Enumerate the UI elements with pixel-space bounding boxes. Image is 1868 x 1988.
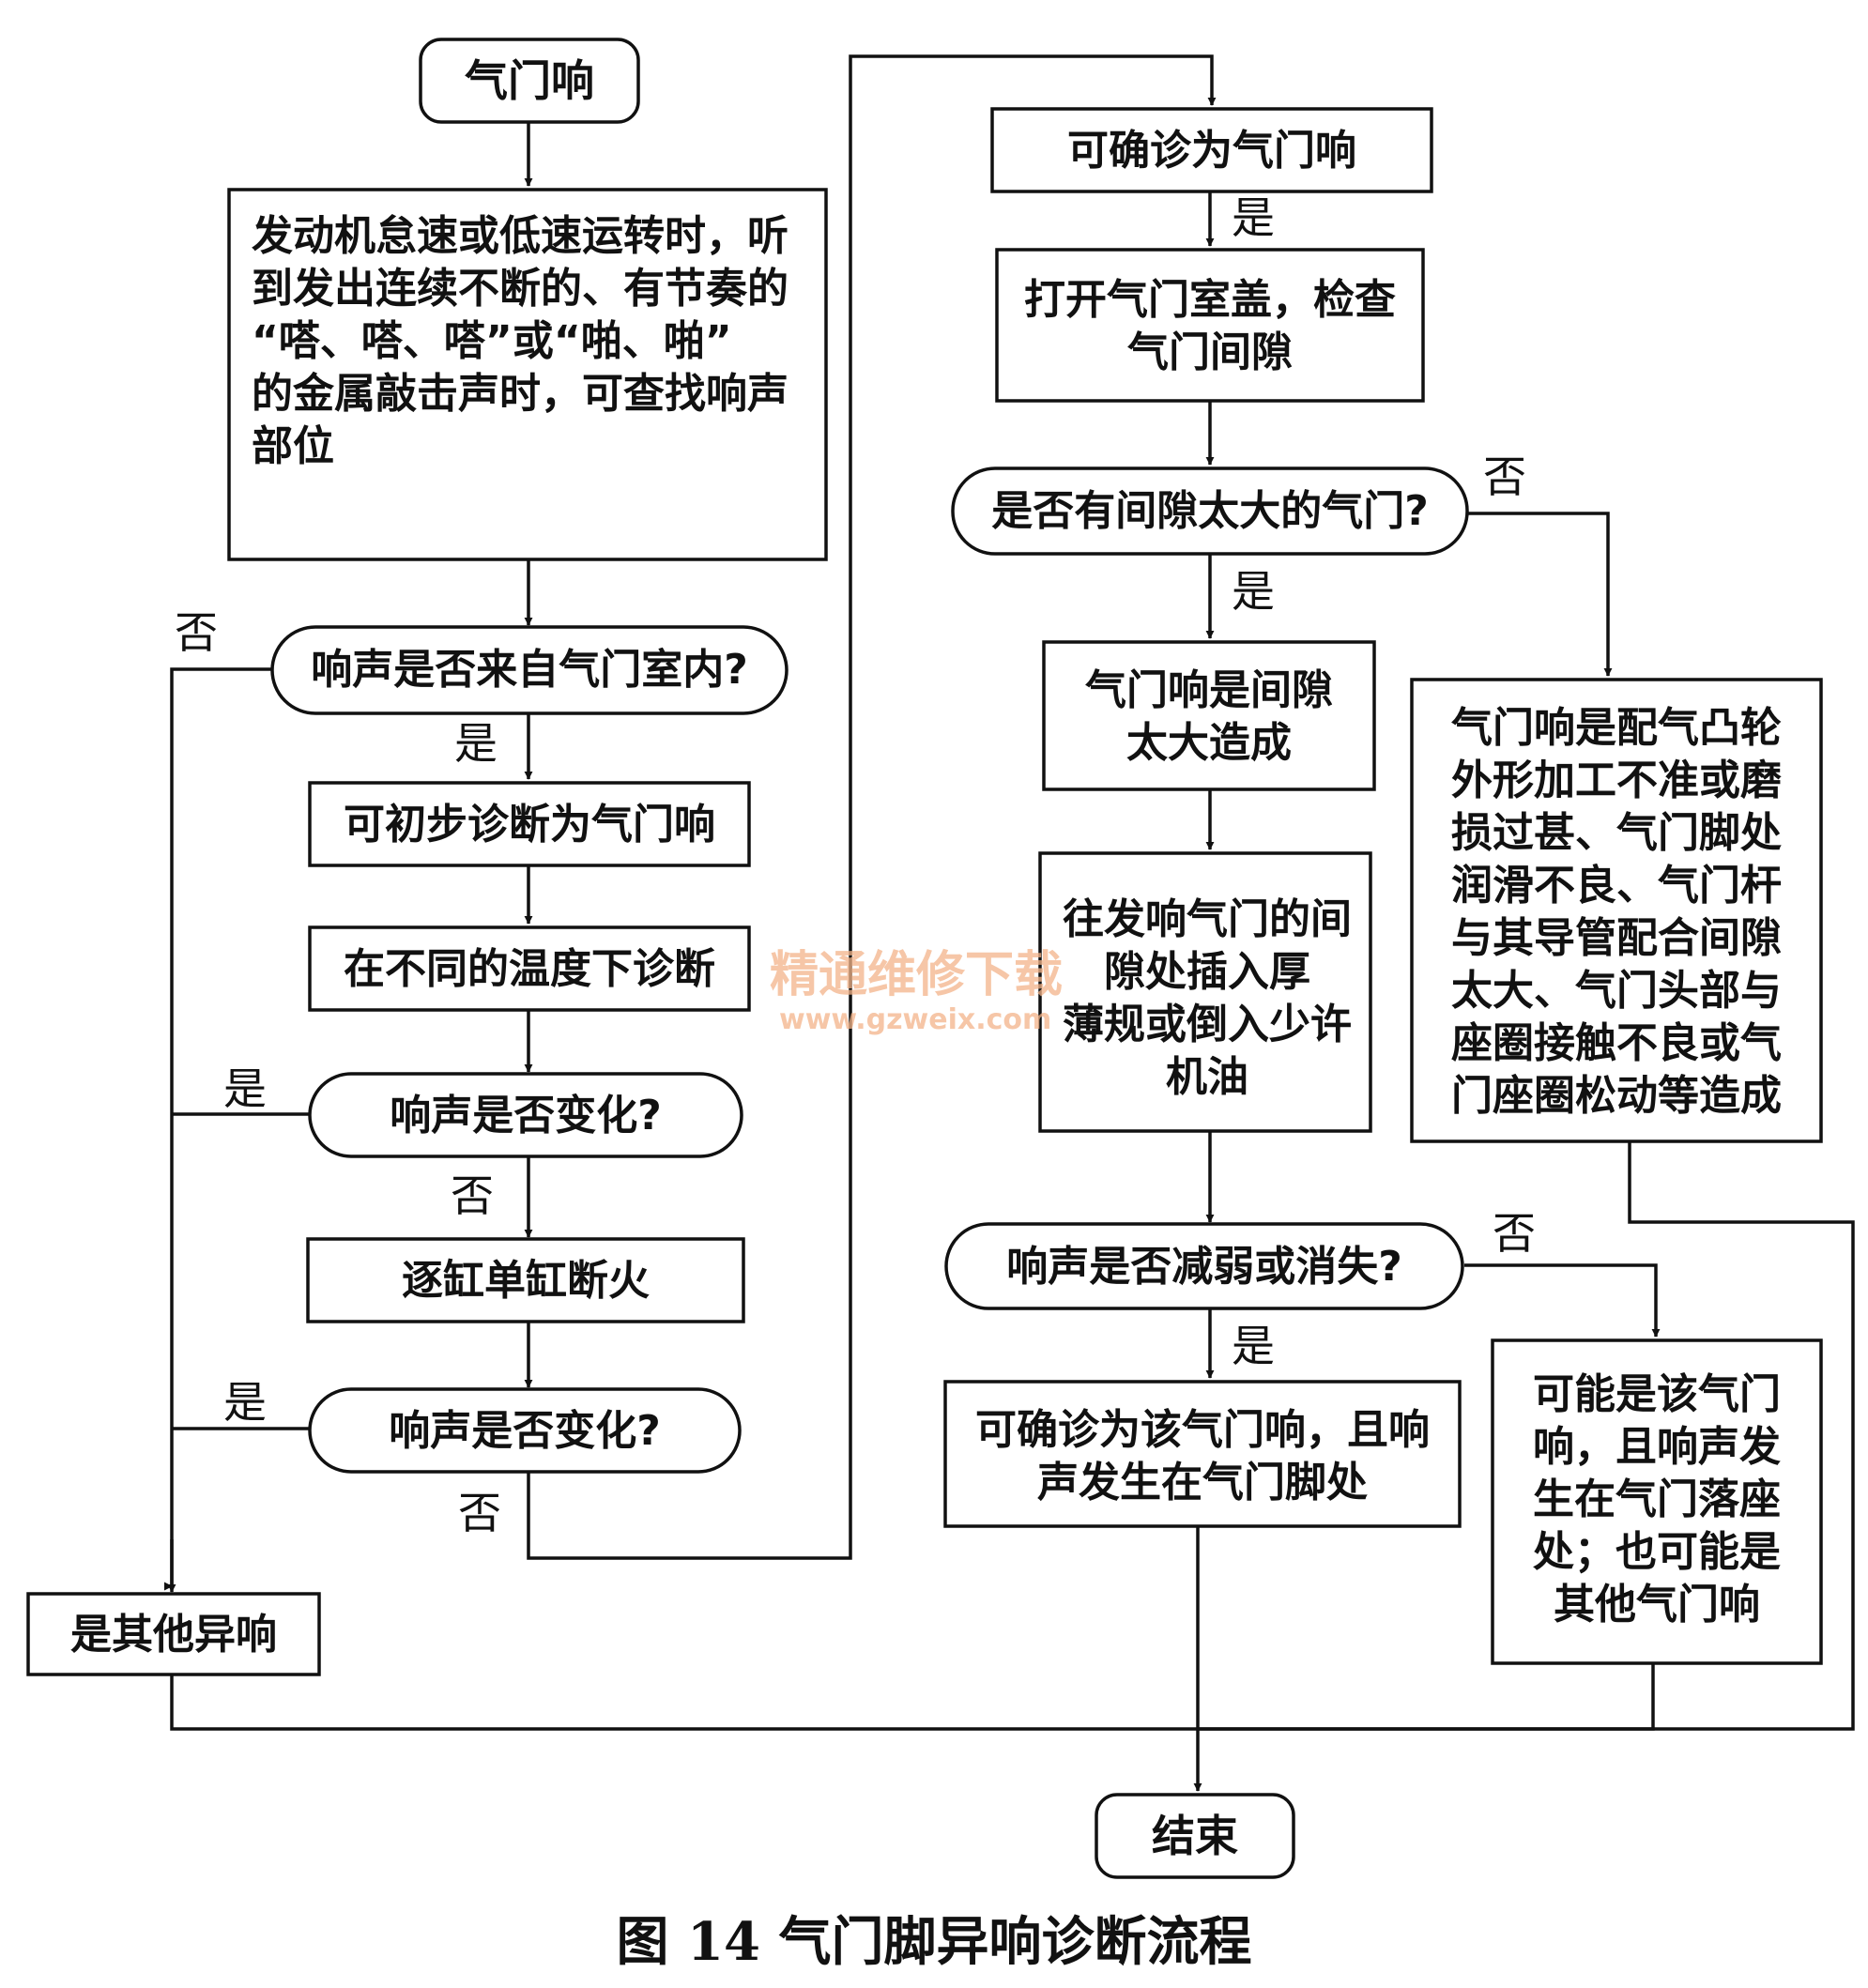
node-seat-shape (1491, 1338, 1823, 1665)
node-cam-line: 太大、气门头部与 (1451, 967, 1782, 1015)
node-listen-line: 的金属敲击声时，可查找响声 (252, 370, 789, 418)
node-q-gap-shape (951, 466, 1469, 556)
arrow-gap-no (1464, 512, 1613, 677)
node-q-chamber-text: 响声是否来自气门室内? (311, 646, 748, 694)
watermark: 精通维修下载 www.gzweix.com (770, 947, 1063, 1036)
label-change1-no: 否 (451, 1170, 494, 1221)
label-weaken-no: 否 (1493, 1208, 1536, 1259)
node-q-change1-shape (308, 1072, 743, 1158)
nodes: 气门响 发动机怠速或低速运转时，听 到发出连续不断的、有节奏的 “嗒、嗒、嗒”或… (26, 38, 1823, 1879)
node-insert-shape (1038, 851, 1372, 1133)
node-confirm-text: 可确诊为气门响 (1067, 127, 1356, 175)
line-chamber-no (170, 667, 272, 1586)
node-temp-text: 在不同的温度下诊断 (344, 945, 715, 993)
node-prelim-text: 可初步诊断为气门响 (344, 801, 715, 849)
node-q-chamber-shape (270, 625, 789, 715)
node-other-text: 是其他异响 (70, 1611, 277, 1659)
node-insert-line: 机油 (1166, 1053, 1248, 1101)
label-chamber-yes: 是 (454, 718, 498, 769)
arrow-change2-no (527, 54, 1217, 1560)
node-cut-shape (306, 1237, 745, 1323)
figure-caption: 图 14 气门脚异响诊断流程 (617, 1911, 1252, 1973)
node-open-line: 打开气门室盖，检查 (1024, 276, 1396, 324)
branch-labels: 否 是 是 否 是 否 是 否 是 否 是 (175, 192, 1536, 1538)
line-seat-to-end (1198, 1663, 1655, 1731)
node-q-weaken-shape (944, 1222, 1464, 1310)
node-insert-line: 薄规或倒入少许 (1063, 1001, 1352, 1048)
node-cam-line: 气门响是配气凸轮 (1451, 704, 1782, 752)
node-q-weaken-text: 响声是否减弱或消失? (1006, 1243, 1402, 1291)
line-other-to-end (170, 1675, 1198, 1731)
node-confirm-shape (990, 107, 1433, 193)
node-gap-cause-line: 气门响是间隙 (1085, 666, 1333, 714)
node-q-gap-text: 是否有间隙太大的气门? (991, 487, 1429, 535)
label-weaken-yes: 是 (1232, 1321, 1275, 1371)
node-foot-line: 可确诊为该气门响，且响 (975, 1406, 1430, 1454)
node-listen-line: “嗒、嗒、嗒”或“啪、啪” (252, 317, 732, 365)
node-listen-line: 发动机怠速或低速运转时，听 (252, 212, 789, 260)
node-prelim-shape (308, 781, 751, 867)
node-q-change1-text: 响声是否变化? (390, 1092, 662, 1139)
node-cut-text: 逐缸单缸断火 (402, 1257, 650, 1305)
node-temp-shape (308, 925, 751, 1012)
watermark-text: 精通维修下载 (770, 947, 1063, 1003)
node-q-change2-text: 响声是否变化? (389, 1407, 661, 1455)
node-gap-cause-shape (1042, 640, 1376, 791)
node-seat-line: 可能是该气门 (1533, 1370, 1781, 1418)
node-listen-line: 部位 (252, 422, 334, 470)
node-end-text: 结束 (1152, 1811, 1238, 1861)
node-cam-line: 座圈接触不良或气 (1451, 1019, 1782, 1067)
node-gap-cause-line: 太大造成 (1126, 719, 1292, 767)
line-cam-to-end (1198, 1141, 1855, 1731)
node-start-shape (419, 38, 640, 124)
label-gap-yes: 是 (1232, 566, 1275, 617)
node-seat-line: 响，且响声发 (1533, 1423, 1781, 1471)
watermark-url: www.gzweix.com (779, 1003, 1051, 1036)
node-q-change2-shape (308, 1387, 742, 1474)
node-foot-line: 声发生在气门脚处 (1037, 1459, 1368, 1506)
node-insert-line: 隙处插入厚 (1104, 948, 1310, 996)
node-open-line: 气门间隙 (1127, 329, 1293, 376)
node-seat-line: 生在气门落座 (1533, 1476, 1781, 1523)
node-cam-line: 润滑不良、气门杆 (1451, 862, 1782, 910)
node-listen-shape (227, 188, 828, 561)
node-cam-line: 损过甚、气门脚处 (1451, 809, 1782, 857)
node-seat-line: 处；也可能是 (1533, 1528, 1781, 1576)
node-listen-text: 发动机怠速或低速运转时，听 到发出连续不断的、有节奏的 “嗒、嗒、嗒”或“啪、啪… (252, 212, 789, 470)
node-cam-line: 外形加工不准或磨 (1451, 757, 1782, 804)
node-cam-shape (1410, 678, 1823, 1143)
arrow-weaken-no (1464, 1263, 1661, 1338)
label-chamber-no: 否 (175, 607, 218, 658)
label-change2-no: 否 (458, 1488, 501, 1538)
label-change1-yes: 是 (223, 1063, 267, 1114)
label-gap-no: 否 (1483, 451, 1526, 502)
node-end-shape (1095, 1793, 1295, 1879)
node-listen-line: 到发出连续不断的、有节奏的 (252, 265, 789, 313)
label-confirm-yes: 是 (1232, 192, 1275, 243)
node-other-shape (26, 1592, 321, 1676)
node-cam-line: 门座圈松动等造成 (1451, 1072, 1782, 1120)
label-change2-yes: 是 (223, 1377, 267, 1428)
connectors (167, 54, 1855, 1792)
node-open-shape (995, 248, 1425, 403)
node-seat-line: 其他气门响 (1554, 1581, 1760, 1629)
node-start-text: 气门响 (465, 55, 594, 106)
node-insert-line: 往发响气门的间 (1063, 895, 1352, 943)
node-cam-line: 与其导管配合间隙 (1451, 914, 1782, 962)
node-foot-shape (943, 1380, 1462, 1528)
